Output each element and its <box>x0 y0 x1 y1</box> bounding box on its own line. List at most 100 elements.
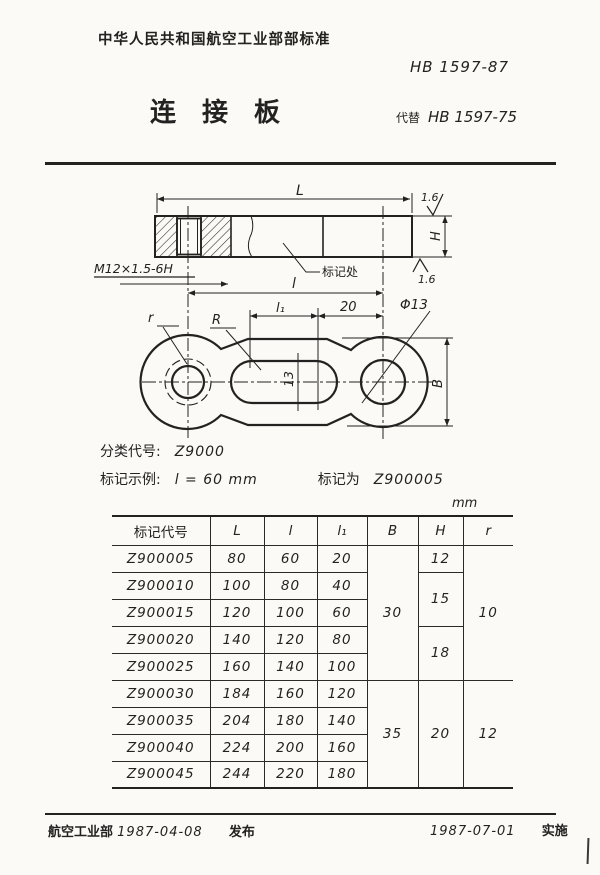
dim-label-B: B <box>431 379 446 388</box>
part-code-cell: Z900010 <box>112 571 211 600</box>
dimension-cell: 180 <box>263 706 318 735</box>
dimension-cell: 80 <box>316 625 368 654</box>
dimension-cell: 224 <box>209 733 265 762</box>
surface-finish-bottom-label: 1.6 <box>418 273 436 286</box>
dimension-cell: 80 <box>209 544 265 573</box>
thread-callout-label: M12×1.5-6H <box>94 261 174 276</box>
surface-finish-top-label: 1.6 <box>421 191 439 204</box>
pen-mark <box>586 837 590 865</box>
replaces-label: 代替 <box>396 111 421 125</box>
dimension-cell: 60 <box>263 544 318 573</box>
part-code-cell: Z900015 <box>112 598 211 627</box>
table-units-label: mm <box>452 496 478 511</box>
standard-number: HB 1597-87 <box>410 58 510 76</box>
part-code-cell: Z900005 <box>112 544 211 573</box>
footer-issue: 航空工业部 1987-04-08 发布 <box>48 821 255 840</box>
hole-diameter-label: Φ13 <box>400 297 428 313</box>
part-code-cell: Z900020 <box>112 625 211 654</box>
footer-issue-label: 发布 <box>228 825 255 840</box>
dimension-cell: 100 <box>209 571 265 600</box>
footer-impl-label: 实施 <box>541 824 568 839</box>
dimension-cell: 12 <box>417 544 464 573</box>
marking-place-label: 标记处 <box>322 265 358 279</box>
dimension-cell: 100 <box>263 598 318 627</box>
part-code-cell: Z900030 <box>112 679 211 708</box>
dimension-cell: 204 <box>209 706 265 735</box>
dimension-cell: 120 <box>209 598 265 627</box>
dimension-cell: 40 <box>316 571 368 600</box>
dimension-cell: 15 <box>417 571 464 627</box>
footer-org: 航空工业部 <box>48 825 114 840</box>
slot-width-label: 13 <box>281 371 296 387</box>
dimension-cell: 180 <box>316 760 368 789</box>
marking-example-label: 标记示例: <box>100 472 161 488</box>
classification-code: Z9000 <box>174 444 225 460</box>
dimension-cell: 140 <box>209 625 265 654</box>
dimension-cell: 160 <box>209 652 265 681</box>
dimension-cell: 160 <box>263 679 318 708</box>
dimension-cell: 12 <box>462 679 513 789</box>
classification-note: 分类代号: Z9000 <box>100 441 225 461</box>
dimension-cell: 30 <box>366 544 419 681</box>
column-header-L: L <box>209 516 265 546</box>
classification-label: 分类代号: <box>100 444 161 460</box>
dim-label-l1: l₁ <box>276 301 285 316</box>
dimension-cell: 220 <box>263 760 318 789</box>
column-header-code: 标记代号 <box>112 516 211 546</box>
radius-r-label: r <box>148 311 155 326</box>
part-code-cell: Z900035 <box>112 706 211 735</box>
replaced-standard-number: HB 1597-75 <box>428 108 518 126</box>
shared-dimension-l: l <box>188 276 383 296</box>
dimension-cell: 20 <box>316 544 368 573</box>
dimension-cell: 184 <box>209 679 265 708</box>
dim-label-l: l <box>292 276 296 292</box>
column-header-l1: l₁ <box>316 516 368 546</box>
dim-label-L: L <box>296 183 304 199</box>
dimension-cell: 80 <box>263 571 318 600</box>
footer-divider <box>45 813 556 815</box>
column-header-B: B <box>366 516 419 546</box>
part-code-cell: Z900045 <box>112 760 211 789</box>
side-view-drawing: L H 1.6 1.6 M12×1.5-6H <box>94 183 452 441</box>
marking-code-value: Z900005 <box>373 472 444 488</box>
part-code-cell: Z900025 <box>112 652 211 681</box>
replaces-note: 代替 HB 1597-75 <box>396 108 517 126</box>
dim-label-20: 20 <box>340 300 357 315</box>
top-view-drawing: l₁ 20 Φ13 13 r R B <box>139 297 453 431</box>
surface-finish-icon: 1.6 <box>421 191 444 217</box>
column-header-r: r <box>462 516 513 546</box>
column-header-l: l <box>263 516 318 546</box>
footer-implementation: 1987-07-01 实施 <box>430 820 568 839</box>
radius-R-label: R <box>212 313 221 328</box>
technical-drawing: L H 1.6 1.6 M12×1.5-6H <box>94 183 453 441</box>
dimension-cell: 100 <box>316 652 368 681</box>
dimension-cell: 120 <box>316 679 368 708</box>
dim-label-H: H <box>429 231 444 241</box>
dimension-cell: 160 <box>316 733 368 762</box>
dimension-cell: 244 <box>209 760 265 789</box>
part-code-cell: Z900040 <box>112 733 211 762</box>
surface-finish-icon: 1.6 <box>412 257 436 286</box>
dimension-cell: 140 <box>316 706 368 735</box>
header-divider <box>45 162 556 165</box>
column-header-H: H <box>417 516 464 546</box>
dimension-cell: 20 <box>417 679 464 789</box>
footer-issue-date: 1987-04-08 <box>117 825 203 840</box>
marking-as-label: 标记为 <box>317 472 360 488</box>
table-header-row: 标记代号 L l l₁ B H r <box>112 516 513 546</box>
dimension-cell: 120 <box>263 625 318 654</box>
dimension-cell: 18 <box>417 625 464 681</box>
dimension-cell: 60 <box>316 598 368 627</box>
